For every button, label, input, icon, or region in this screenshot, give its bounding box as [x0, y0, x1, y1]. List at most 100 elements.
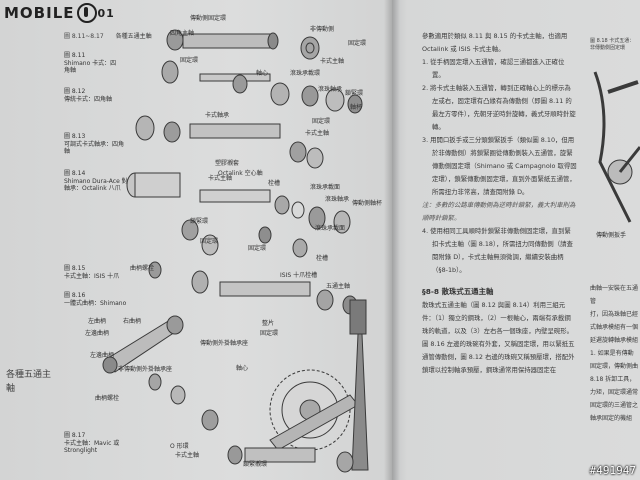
- diagram-label: 塑膠襯套: [215, 160, 240, 167]
- step-4: 4. 使用相同工具順時針鎖緊非傳動側固定環，直到緊扣卡式主軸（圖 8.18），所…: [422, 227, 573, 274]
- figure-number: 圖 8.15: [64, 265, 86, 272]
- section-heading: §8-8 散珠式五通主軸: [422, 287, 494, 296]
- diagram-label: 固定環: [180, 57, 199, 64]
- diagram-label: 右曲柄: [123, 318, 142, 325]
- figure-caption-8-15: 圖 8.15 卡式主軸：ISIS 十爪: [64, 265, 124, 280]
- cartridge-bottom-bracket-8-11: [166, 29, 320, 60]
- diagram-label: Octalink 空心軸: [218, 170, 263, 177]
- text-line: 固定環的三通管之: [590, 402, 639, 409]
- note-text: 注：多數的公路車傳動側為逆時針鎖緊，義大利車則為順時針鎖緊。: [422, 201, 576, 222]
- intro-paragraph: 參數適用於類似 8.11 與 8.15 的卡式主軸，也適用 Octalink 或…: [422, 32, 568, 53]
- step-2: 2. 將卡式主軸裝入五通管，轉到正確軸心上的標示為左或右，固定環有凸緣有為傳動側…: [422, 84, 576, 131]
- figure-number: 圖 8.13: [64, 133, 86, 140]
- diagram-label: 固定環: [248, 245, 267, 252]
- diagram-label: 整片: [262, 320, 275, 327]
- diagram-label: 左邊曲柄: [85, 330, 110, 337]
- figure-caption-8-12: 圖 8.12 傳統卡式：四角軸: [64, 88, 122, 103]
- step-1: 1. 從手柄固定環入五通管，確認三通都進入正確位置。: [422, 58, 565, 79]
- diagram-label: 滾珠軸承: [318, 86, 343, 93]
- diagram-label: O 形環: [170, 443, 189, 450]
- diagram-label: 卡式主軸: [305, 130, 330, 137]
- watermark-logo-text: MOBILE: [4, 4, 75, 22]
- diagram-label: 固定環: [260, 330, 279, 337]
- figure-caption-8-17: 圖 8.17 卡式主軸：Mavic 或 Stronglight: [64, 432, 154, 455]
- diagram-label: 鎖緊環: [190, 218, 209, 225]
- tool-label: 傳動側扳手: [596, 232, 627, 239]
- diagram-label: 曲柄螺栓: [130, 265, 155, 272]
- step-3: 3. 用開口扳手或三分頭鎖緊扳手（類似圖 8.10，但用於非傳動側）將鎖緊圈從傳…: [422, 136, 577, 196]
- adjustable-cartridge-8-13: [135, 115, 324, 169]
- diagram-label: 卡式主軸: [175, 452, 200, 459]
- octalink-bottom-bracket-8-14: [126, 172, 351, 258]
- diagram-label: 滾珠承載面: [315, 225, 346, 232]
- diagram-label: 非傳動側外掛軸承座: [118, 366, 173, 373]
- figure-number: 圖 8.16: [64, 292, 86, 299]
- diagram-label: 傳動側固定環: [190, 15, 227, 22]
- diagram-label: 滾珠軸承: [325, 196, 350, 203]
- diagram-label: 左曲柄: [88, 318, 107, 325]
- right-column-figure: 圖 8.18 卡式五通：非傳動側固定環: [590, 38, 638, 52]
- figure-text: 卡式主軸：Mavic 或 Stronglight: [64, 439, 120, 455]
- text-line: 固定環，傳動側曲: [590, 363, 639, 370]
- figure-number: 圖 8.17: [64, 432, 86, 439]
- figure-text: Shimano Dura-Ace 對齊軸承：Octalink 八爪: [64, 177, 134, 193]
- text-line: 力矩，固定環通常: [590, 389, 639, 396]
- figure-text: 卡式主軸：ISIS 十爪: [64, 272, 120, 280]
- diagram-label: ISIS 十爪栓槽: [280, 272, 318, 279]
- photo-id-badge: #491947: [589, 464, 636, 477]
- figure-heading-number: 圖 8.11~8.17: [64, 33, 104, 40]
- diagram-label: 鎖緊襯環: [243, 461, 268, 468]
- cup-and-cone-bottom-bracket-8-12: [161, 60, 363, 114]
- figure-text: 一體式曲柄：Shimano: [64, 299, 127, 307]
- diagram-label: 五通主軸: [326, 283, 351, 290]
- figure-caption-8-13: 圖 8.13 可調式卡式軸承：四角軸: [64, 133, 124, 156]
- ratchet-wrench-tool: [349, 299, 369, 471]
- diagram-label: 軸心: [236, 365, 249, 372]
- figure-8-18-caption: 圖 8.18 卡式五通：非傳動側固定環: [590, 38, 635, 51]
- figure-caption-8-11: 圖 8.11 Shimano 卡式：四角軸: [64, 52, 122, 75]
- diagram-label: 栓槽: [268, 180, 281, 187]
- diagram-label: 軸杯: [350, 104, 363, 111]
- bike-frame-tool-illustration: [593, 71, 640, 223]
- text-line: 1. 如果是有傳動: [590, 350, 634, 357]
- figure-caption-8-14: 圖 8.14 Shimano Dura-Ace 對齊軸承：Octalink 八爪: [64, 170, 138, 193]
- figure-heading: 圖 8.11~8.17 各種五通主軸: [64, 33, 152, 41]
- diagram-label: 卡式主軸: [320, 58, 345, 65]
- diagram-label: 非傳動側: [310, 26, 335, 33]
- text-line: 8.18 拆卸工具，: [590, 376, 636, 383]
- mobile01-watermark-logo: MOBILE 01: [4, 2, 115, 24]
- diagram-label: 栓槽: [316, 255, 329, 262]
- right-page-body: 參數適用於類似 8.11 與 8.15 的卡式主軸，也適用 Octalink 或…: [422, 30, 577, 377]
- mavic-cartridge-8-17: [227, 445, 354, 473]
- diagram-label: 傳動側外掛軸承座: [200, 340, 249, 347]
- book-gutter: [384, 0, 400, 480]
- diagram-label: 四角主軸: [170, 30, 195, 37]
- watermark-logo-number: 01: [97, 6, 115, 20]
- diagram-label: 卡式主軸: [208, 175, 233, 182]
- right-column-text: 曲軸一安裝在五通管 打，因為珠軸已經 式軸承模組有一個 延遲旋轉軸承模組 1. …: [590, 282, 640, 425]
- diagram-label: 固定環: [348, 40, 367, 47]
- text-line: 軸承固定的機組: [590, 415, 633, 422]
- bottom-bracket-exploded-diagram: [102, 29, 369, 473]
- text-line: 曲軸一安裝在五通管: [590, 285, 639, 305]
- text-line: 式軸承模組有一個: [590, 324, 639, 331]
- diagram-label: 曲柄螺栓: [95, 395, 120, 402]
- diagram-label: 鎖緊環: [345, 90, 364, 97]
- diagram-label: 傳動側軸杯: [352, 200, 383, 207]
- diagram-label: 卡式軸承: [205, 112, 230, 119]
- diagram-label: 軸心: [256, 70, 269, 77]
- diagram-label: 固定環: [312, 118, 331, 125]
- figure-number: 圖 8.14: [64, 170, 86, 177]
- section-body: 散珠式五通主軸（圖 8.12 與圖 8.14）利用三組元件：（1）獨立的鋼珠，（…: [422, 301, 575, 374]
- figure-text: 傳統卡式：四角軸: [64, 95, 113, 103]
- figure-number: 圖 8.11: [64, 52, 86, 59]
- figure-text: Shimano 卡式：四角軸: [64, 59, 117, 75]
- diagram-label: 滾珠承載環: [290, 70, 321, 77]
- diagram-label: 左邊曲柄: [90, 352, 115, 359]
- isis-bottom-bracket-8-15: [148, 261, 358, 315]
- figure-heading-title: 各種五通主軸: [115, 33, 152, 40]
- text-line: 打，因為珠軸已經: [590, 311, 639, 318]
- figure-number: 圖 8.12: [64, 88, 86, 95]
- diagram-label: 滾珠承載面: [310, 184, 341, 191]
- side-caption: 各種五通主軸: [6, 370, 52, 394]
